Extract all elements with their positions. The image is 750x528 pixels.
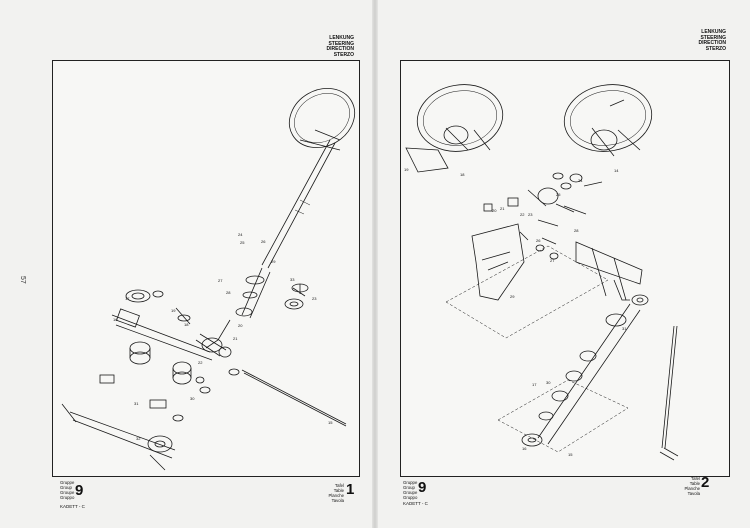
footer-table-labels: Tafel Table Planche Tavola — [678, 476, 700, 496]
lower-column-drawing — [205, 267, 271, 349]
footer-label: Tafel — [690, 476, 700, 481]
heading-line: STEERING — [328, 40, 354, 47]
column-tube-drawing — [521, 303, 641, 447]
callout: 25 — [240, 240, 245, 245]
callout: 24 — [578, 178, 583, 183]
callout-labels: 14 15 16 17 18 19 20 21 22 23 24 25 26 2… — [404, 167, 627, 457]
callout: 24 — [238, 232, 243, 237]
footer-table-labels: Tafel Table Planche Tavola — [322, 483, 344, 503]
callout: 23 — [528, 212, 533, 217]
bushings-drawing — [129, 341, 240, 394]
footer-label: Group — [403, 485, 415, 490]
callout: 27 — [218, 278, 223, 283]
group-number: 9 — [418, 479, 427, 496]
column-shroud-drawing — [471, 223, 559, 301]
callout: 15 — [328, 420, 333, 425]
callout: 16 — [113, 317, 118, 322]
callout: 15 — [568, 452, 573, 457]
mounting-bracket-drawing — [575, 241, 643, 301]
steering-wheel-column-exploded-diagram: 14 15 16 17 18 19 20 21 22 23 24 25 26 2… — [404, 84, 679, 461]
switch-parts-drawing — [483, 172, 603, 227]
group-number: 9 — [75, 482, 84, 499]
callout: 32 — [136, 436, 141, 441]
footer-group-labels: Gruppe Group Groupe Gruppo — [403, 480, 417, 500]
callout: 18 — [184, 322, 189, 327]
footer-label: Group — [60, 485, 72, 490]
callout: 23 — [312, 296, 317, 301]
callout: 29 — [510, 294, 515, 299]
diagram-frame — [400, 60, 730, 477]
footer-label: Groupe — [60, 490, 75, 495]
page-heading: LENKUNG STEERING DIRECTION STERZO — [326, 35, 355, 58]
page-gutter — [372, 0, 378, 528]
callout: 20 — [238, 323, 243, 328]
footer-label: Gruppe — [60, 480, 75, 485]
callout: 31 — [134, 401, 139, 406]
table-number: 2 — [701, 474, 710, 491]
callout: 30 — [190, 396, 195, 401]
flange-drawing — [284, 283, 309, 310]
callout-labels: 15 16 17 18 19 20 21 22 23 24 25 26 27 2… — [113, 232, 333, 441]
footer-label: Tavola — [687, 491, 700, 496]
callout: 17 — [125, 296, 130, 301]
heading-line: STEERING — [700, 34, 726, 41]
callout: 30 — [546, 380, 551, 385]
callout: 19 — [171, 308, 176, 313]
footer-label: Table — [689, 481, 700, 486]
callout: 21 — [500, 206, 505, 211]
rack-housing-upper-drawing — [111, 289, 232, 361]
footer-label: Planche — [328, 493, 344, 498]
heading-line: LENKUNG — [329, 35, 354, 41]
model-name: KADETT - C — [403, 501, 428, 506]
callout: 26 — [536, 238, 541, 243]
callout: 28 — [574, 228, 579, 233]
steering-wheel-right-drawing — [563, 84, 653, 157]
callout: 22 — [520, 212, 525, 217]
page-heading: LENKUNG STEERING DIRECTION STERZO — [698, 29, 727, 52]
heading-line: DIRECTION — [326, 46, 355, 53]
table-number: 1 — [346, 481, 355, 498]
left-page: 57 LENKUNG STEERING DIRECTION STERZO — [0, 0, 372, 528]
callout: 22 — [198, 360, 203, 365]
callout: 21 — [233, 336, 238, 341]
callout: 27 — [550, 258, 555, 263]
heading-line: STERZO — [333, 51, 354, 58]
right-page: LENKUNG STEERING DIRECTION STERZO — [378, 0, 750, 528]
steering-shaft-drawing — [261, 139, 336, 269]
footer-label: Planche — [684, 486, 700, 491]
callout: 17 — [532, 382, 537, 387]
footer-label: Tafel — [334, 483, 344, 488]
callout: 25 — [556, 192, 561, 197]
footer-label: Table — [333, 488, 344, 493]
callout: 33 — [290, 277, 295, 282]
steering-wheel-drawing — [288, 87, 356, 151]
callout: 18 — [460, 172, 465, 177]
callout: 28 — [226, 290, 231, 295]
footer-label: Gruppo — [60, 495, 75, 500]
steering-wheel-left-drawing — [405, 84, 504, 173]
heading-line: DIRECTION — [698, 40, 727, 47]
diagram-frame — [52, 60, 360, 477]
footer-label: Tavola — [331, 498, 344, 503]
heading-line: LENKUNG — [701, 29, 726, 35]
callout: 26 — [261, 239, 266, 244]
callout: 16 — [522, 446, 527, 451]
footer-group-labels: Gruppe Group Groupe Gruppo — [60, 480, 74, 500]
heading-line: STERZO — [705, 45, 726, 52]
rack-housing-lower-drawing — [61, 374, 184, 471]
callout: 29 — [271, 259, 276, 264]
footer-label: Gruppe — [403, 480, 418, 485]
callout: 14 — [614, 168, 619, 173]
model-name: KADETT - C — [60, 504, 85, 509]
footer-label: Groupe — [403, 490, 418, 495]
callout: 31 — [622, 326, 627, 331]
steering-column-exploded-diagram: 15 16 17 18 19 20 21 22 23 24 25 26 27 2… — [61, 87, 356, 471]
callout: 20 — [492, 208, 497, 213]
footer-label: Gruppo — [403, 495, 418, 500]
callout: 19 — [404, 167, 409, 172]
